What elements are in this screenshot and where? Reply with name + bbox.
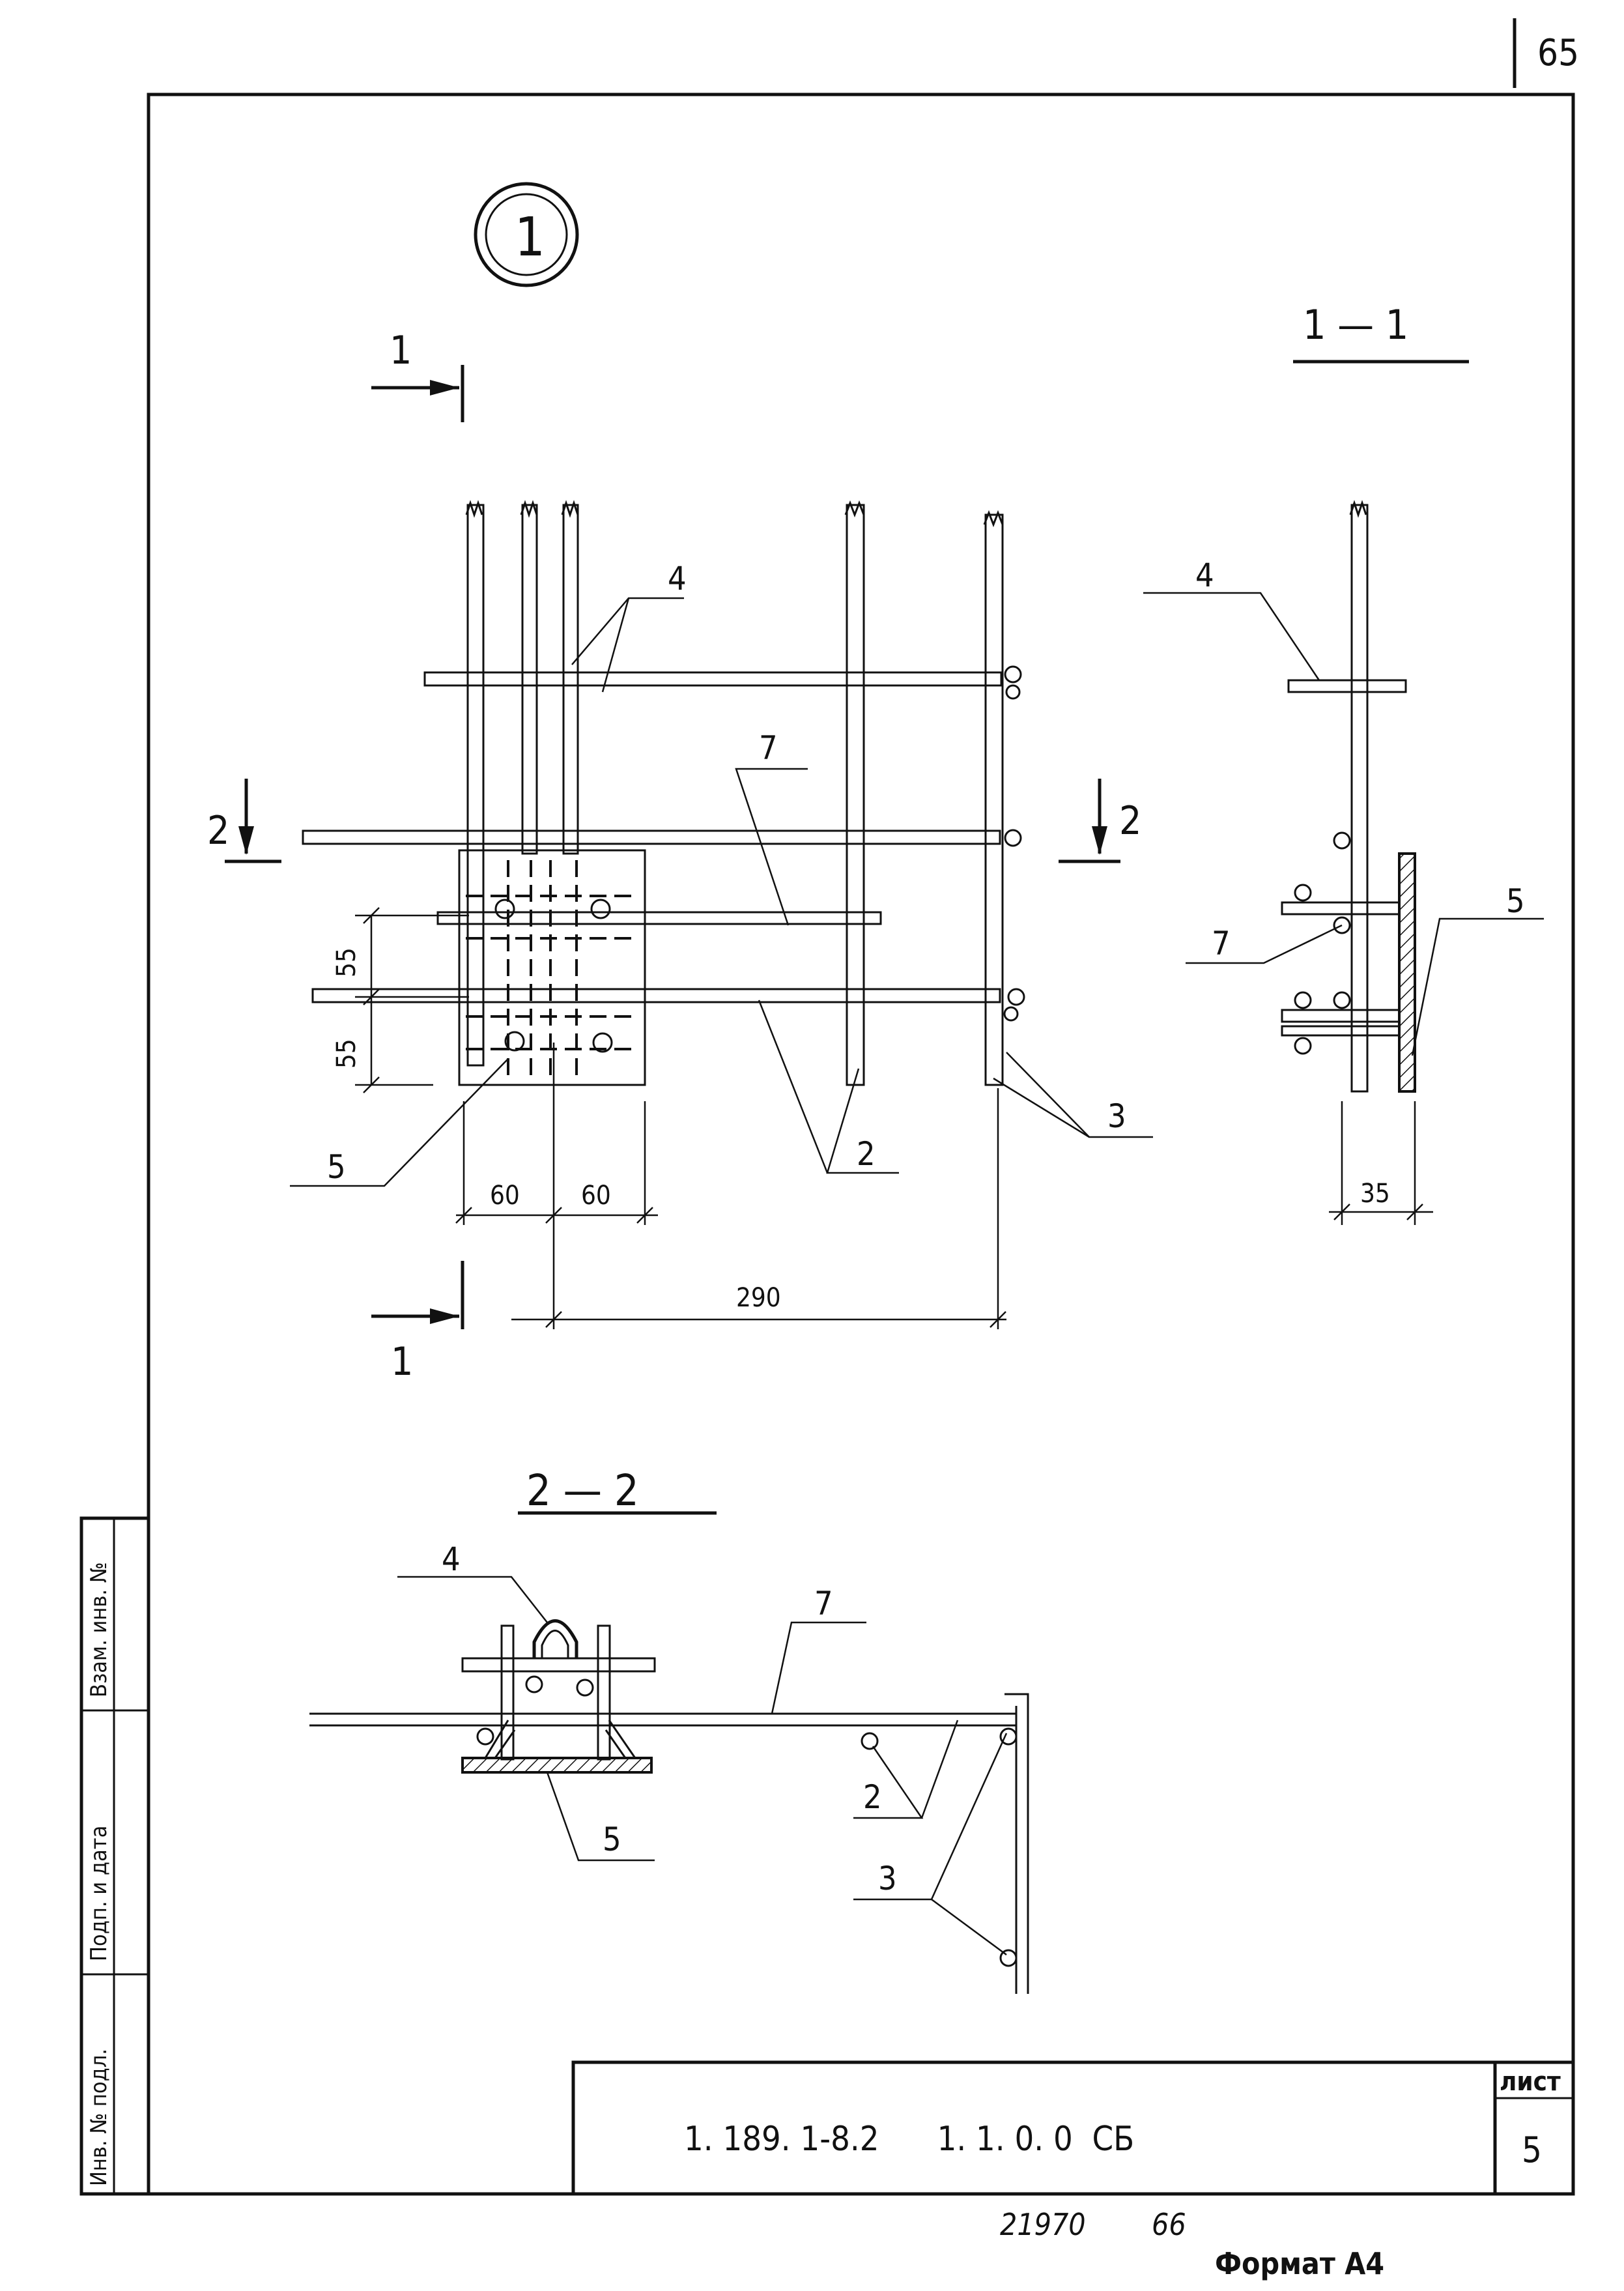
s22-callout-5: 5	[603, 1821, 621, 1858]
title-block	[571, 2060, 1575, 2196]
stamp-sign-date: Подп. и дата	[86, 1826, 112, 1961]
dim-55-upper: 55	[332, 947, 362, 977]
s11-callout-4: 4	[1195, 556, 1214, 594]
s22-callout-2: 2	[863, 1778, 882, 1816]
main-view	[225, 365, 1153, 1329]
archive-sub: 66	[1152, 2207, 1186, 2242]
dim-55-lower: 55	[332, 1039, 362, 1069]
section-1-1-title: 1 — 1	[1303, 301, 1408, 349]
sheet-number: 5	[1522, 2129, 1542, 2170]
cut-1-label-top: 1	[390, 328, 412, 373]
cut-2-label-left: 2	[207, 808, 229, 854]
s22-callout-4: 4	[442, 1540, 461, 1578]
main-callout-4: 4	[668, 560, 687, 598]
format-label: Формат А4	[1215, 2246, 1384, 2281]
page-number-top: 65	[1537, 32, 1579, 74]
main-callout-5: 5	[327, 1148, 346, 1186]
main-callout-3: 3	[1107, 1097, 1126, 1135]
section-2-2	[309, 1511, 1029, 1994]
stamp-inv-no: Инв. № подл.	[86, 2049, 112, 2186]
detail-marker	[474, 182, 579, 287]
sheet-label: лист	[1500, 2067, 1561, 2097]
dim-60-left: 60	[490, 1181, 520, 1211]
dim-35: 35	[1360, 1179, 1390, 1209]
section-2-2-title: 2 — 2	[526, 1465, 639, 1516]
dim-290: 290	[736, 1283, 781, 1313]
side-stamp: Инв. № подл. Подп. и дата Взам. инв. №	[79, 1516, 150, 2196]
s11-callout-7: 7	[1212, 925, 1231, 962]
cut-2-label-right: 2	[1119, 798, 1141, 844]
s22-callout-3: 3	[878, 1860, 897, 1897]
s11-callout-5: 5	[1506, 882, 1525, 920]
detail-number: 1	[515, 207, 545, 268]
s22-callout-7: 7	[814, 1585, 833, 1622]
stamp-replace-inv: Взам. инв. №	[86, 1562, 112, 1697]
main-callout-7: 7	[759, 729, 778, 767]
drawing-designation: 1. 189. 1-8.2 1. 1. 0. 0 СБ	[684, 2120, 1134, 2159]
section-1-1	[1143, 360, 1544, 1225]
dim-60-right: 60	[581, 1181, 611, 1211]
cut-1-label-bottom: 1	[391, 1339, 413, 1385]
main-callout-2: 2	[857, 1135, 876, 1173]
archive-number: 21970	[1000, 2207, 1086, 2242]
